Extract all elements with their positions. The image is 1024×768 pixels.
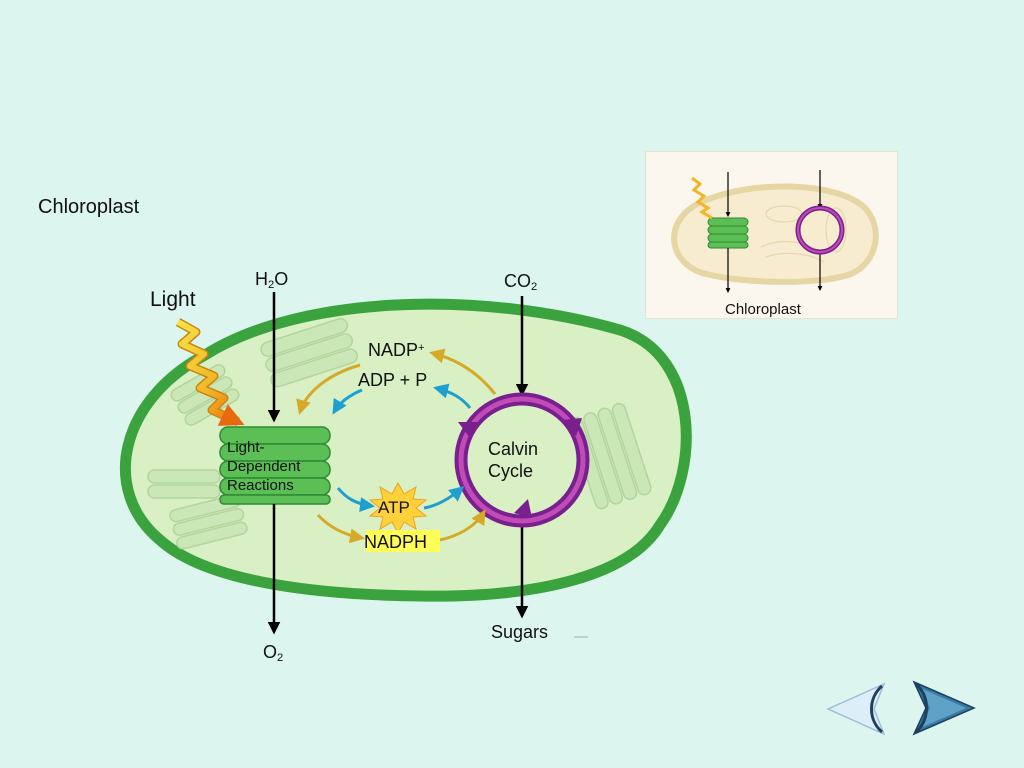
nadph-highlight: [366, 530, 440, 552]
thylakoid-stack: [219, 426, 331, 505]
nadp-return-arrow: [296, 363, 361, 415]
adp-p-label: ADP + P: [358, 370, 428, 390]
water-label: H2O: [255, 269, 289, 292]
back-button[interactable]: [826, 680, 888, 738]
calvin-cycle-label: Calvin Cycle: [488, 439, 539, 481]
forward-button[interactable]: [910, 678, 978, 738]
chloroplast-membrane: [120, 298, 692, 602]
nadph-to-calvin-arrow: [439, 509, 486, 542]
co2-label: CO2: [504, 271, 538, 294]
adp-return-arrow: [332, 388, 363, 415]
chloroplast-thumbnail: Chloroplast: [645, 151, 898, 319]
sugars-label: Sugars: [491, 622, 549, 642]
calvin-cycle-ring: [454, 392, 590, 528]
light-reactions-label: Light- Dependent Reactions: [227, 439, 301, 494]
adp-from-calvin-arrow: [433, 383, 472, 409]
nadph-out-arrow: [316, 513, 365, 544]
nadp-from-calvin-arrow: [429, 348, 497, 395]
atp-out-arrow: [336, 487, 375, 512]
thumbnail-caption: Chloroplast: [725, 301, 801, 318]
atp-label: ATP: [378, 498, 410, 517]
nadph-label: NADPH: [364, 532, 428, 552]
oxygen-label: O2: [263, 642, 284, 665]
back-arrow-icon: [826, 682, 886, 736]
forward-arrow-icon: [912, 680, 976, 736]
slide-title: Chloroplast: [38, 196, 140, 218]
light-label: Light: [150, 288, 196, 311]
nadp-plus-label: NADP+: [368, 340, 425, 360]
atp-to-calvin-arrow: [423, 486, 465, 510]
